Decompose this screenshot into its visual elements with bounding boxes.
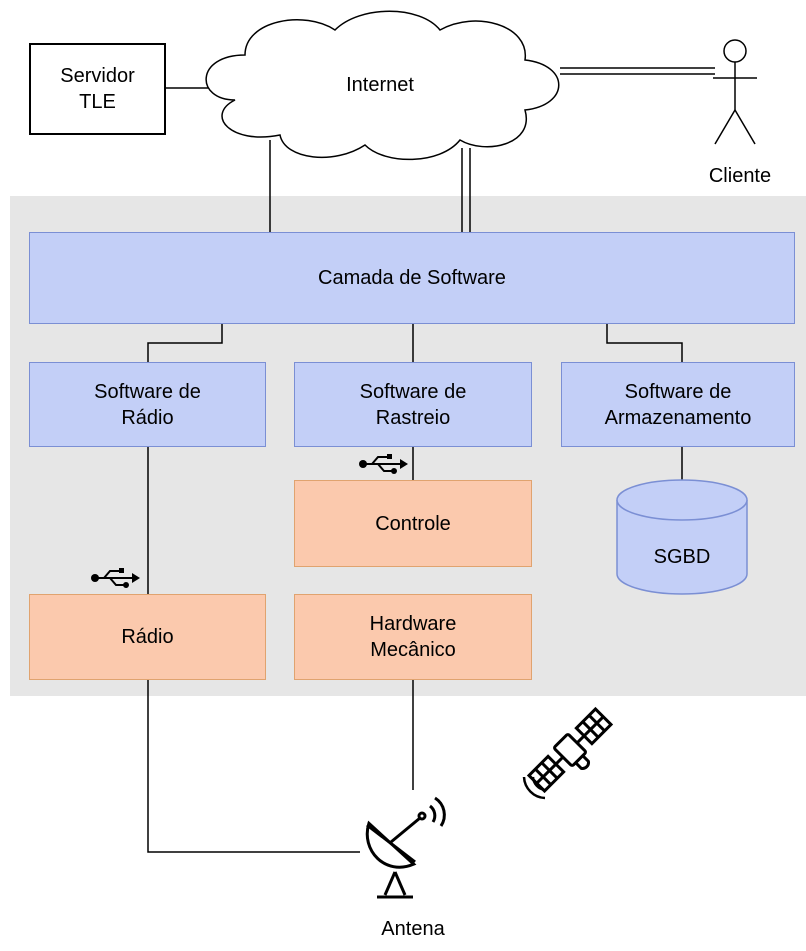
servidor-tle-box: Servidor TLE: [29, 43, 166, 135]
satellite-icon: [522, 706, 614, 800]
internet-label: Internet: [346, 74, 414, 96]
software-rastreio-box: Software de Rastreio: [294, 362, 532, 447]
usb-icon: [91, 568, 140, 588]
satellite-dish-icon: [365, 796, 446, 899]
software-radio-box: Software de Rádio: [29, 362, 266, 447]
antena-label: Antena: [381, 918, 445, 940]
cliente-label: Cliente: [708, 165, 772, 187]
camada-software-box: Camada de Software: [29, 232, 795, 324]
controle-box: Controle: [294, 480, 532, 567]
stick-figure-icon: [713, 39, 757, 145]
radio-box: Rádio: [29, 594, 266, 680]
cloud-icon: [205, 10, 560, 161]
usb-icon: [359, 454, 408, 474]
database-icon: [616, 479, 748, 595]
sgbd-label: SGBD: [653, 546, 711, 568]
software-armazenamento-box: Software de Armazenamento: [561, 362, 795, 447]
hardware-mecanico-box: Hardware Mecânico: [294, 594, 532, 680]
